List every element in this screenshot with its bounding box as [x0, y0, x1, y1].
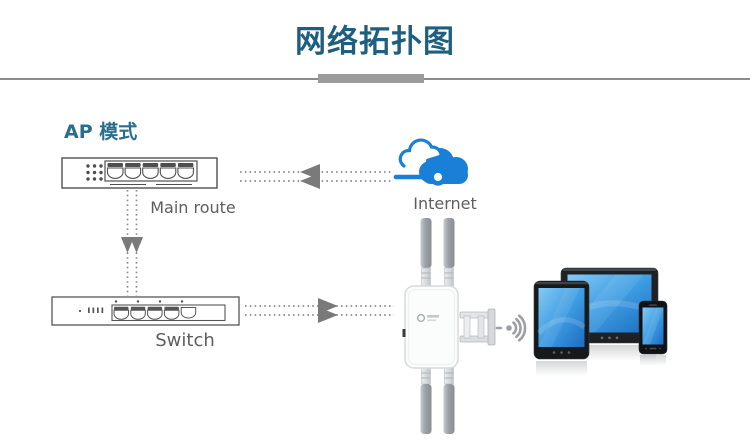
ap-logo: [416, 313, 439, 323]
switch-icon: [51, 296, 240, 326]
phone-reflection: [640, 355, 666, 366]
cloud-outline: [398, 138, 443, 168]
ap-mount-bracket: [459, 308, 496, 346]
switch-label: Switch: [155, 330, 215, 351]
arrow-down-icon: [121, 237, 134, 253]
arrow-left-icon: [300, 173, 320, 189]
client-devices-icon: [533, 267, 668, 376]
ap-antennas: [420, 218, 455, 434]
arrowheads: [121, 164, 338, 323]
cloud-node-ring: [429, 168, 447, 186]
switch-led-markings: [78, 300, 184, 313]
switch-ports: [113, 306, 197, 320]
ap-side-port: [402, 329, 406, 337]
router-ports: [106, 163, 194, 179]
smartphone: [638, 300, 668, 355]
arrow-down-icon: [130, 237, 143, 253]
divider-accent-bar: [318, 74, 424, 83]
internet-label: Internet: [413, 194, 477, 213]
router-vent-dots: [86, 164, 103, 181]
tablet-portrait: [533, 280, 590, 360]
mode-label: AP 模式: [64, 121, 138, 143]
page-title: 网络拓扑图: [295, 24, 455, 60]
wifi-signal-icon: [495, 314, 527, 342]
router-label: Main route: [150, 198, 236, 217]
access-point-icon: [402, 218, 527, 434]
internet-cloud-icon: [393, 138, 468, 186]
ap-body: [402, 285, 459, 369]
router-icon: [61, 157, 218, 189]
tablet-portrait-reflection: [536, 361, 587, 376]
arrow-right-icon: [318, 307, 338, 323]
